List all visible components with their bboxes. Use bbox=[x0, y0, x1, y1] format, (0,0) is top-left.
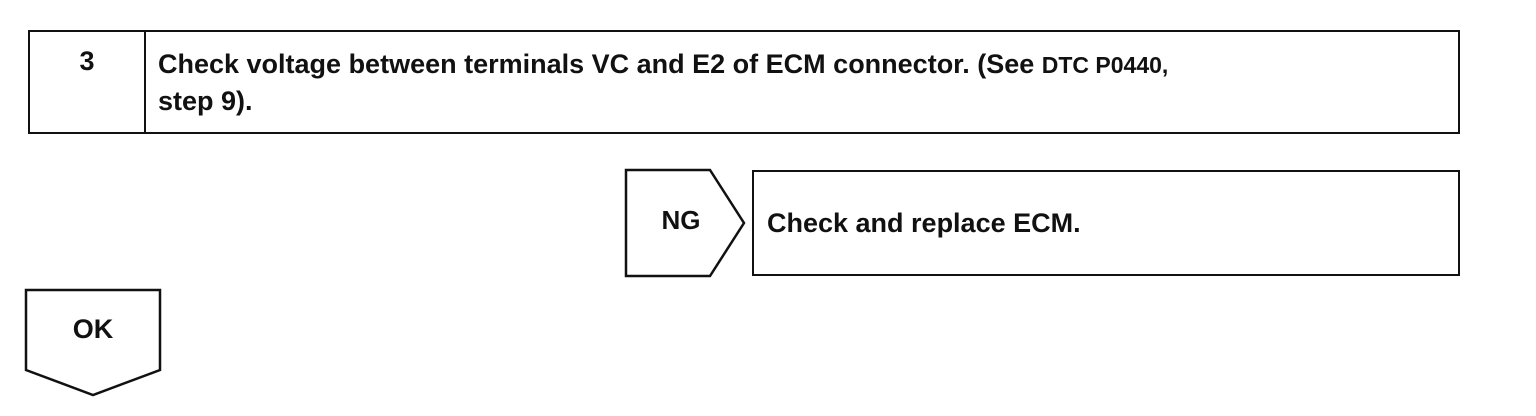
ng-action-text: Check and replace ECM. bbox=[767, 207, 1081, 238]
step-number: 3 bbox=[30, 32, 146, 132]
ng-label: NG bbox=[661, 205, 701, 235]
step-box: 3 Check voltage between terminals VC and… bbox=[28, 30, 1460, 134]
ok-arrow-shape bbox=[24, 288, 162, 397]
ok-label: OK bbox=[72, 314, 114, 344]
ng-arrow-shape bbox=[624, 168, 746, 278]
step-instruction-text: Check voltage between terminals VC and E… bbox=[158, 49, 1035, 79]
ng-action-box: Check and replace ECM. bbox=[752, 170, 1460, 276]
step-instruction: Check voltage between terminals VC and E… bbox=[146, 32, 1458, 132]
step-reference: DTC P0440, bbox=[1041, 52, 1169, 78]
step-instruction-continued: step 9). bbox=[158, 86, 253, 116]
